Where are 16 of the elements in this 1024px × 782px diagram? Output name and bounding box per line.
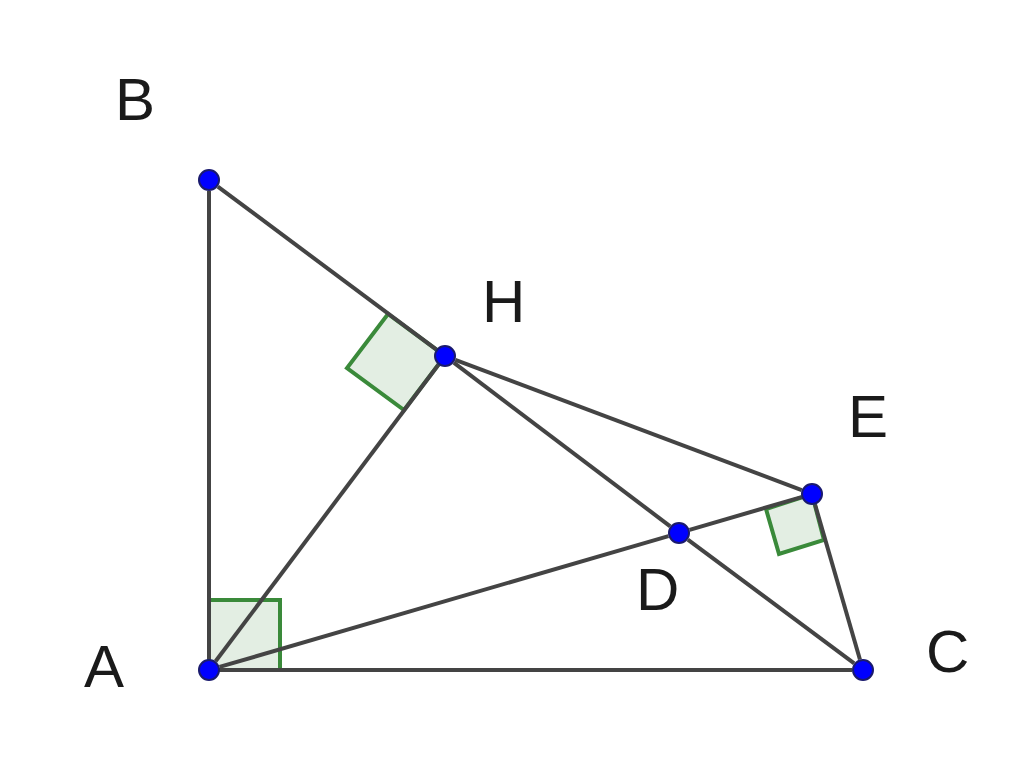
line-segment <box>689 495 802 532</box>
line-segment <box>214 363 440 663</box>
line-segment <box>216 184 438 352</box>
point-label: A <box>84 637 125 697</box>
line-segment <box>813 504 862 660</box>
line-segment <box>219 534 669 669</box>
line-segment <box>220 668 852 672</box>
line-segment <box>686 537 856 666</box>
point-label: C <box>926 622 970 682</box>
line-segment <box>454 358 803 492</box>
point-label: B <box>115 70 156 130</box>
line-segment <box>207 191 211 659</box>
line-segment <box>452 361 672 528</box>
point-label: D <box>636 560 680 620</box>
point-label: E <box>848 387 889 447</box>
point-label: H <box>482 272 526 332</box>
